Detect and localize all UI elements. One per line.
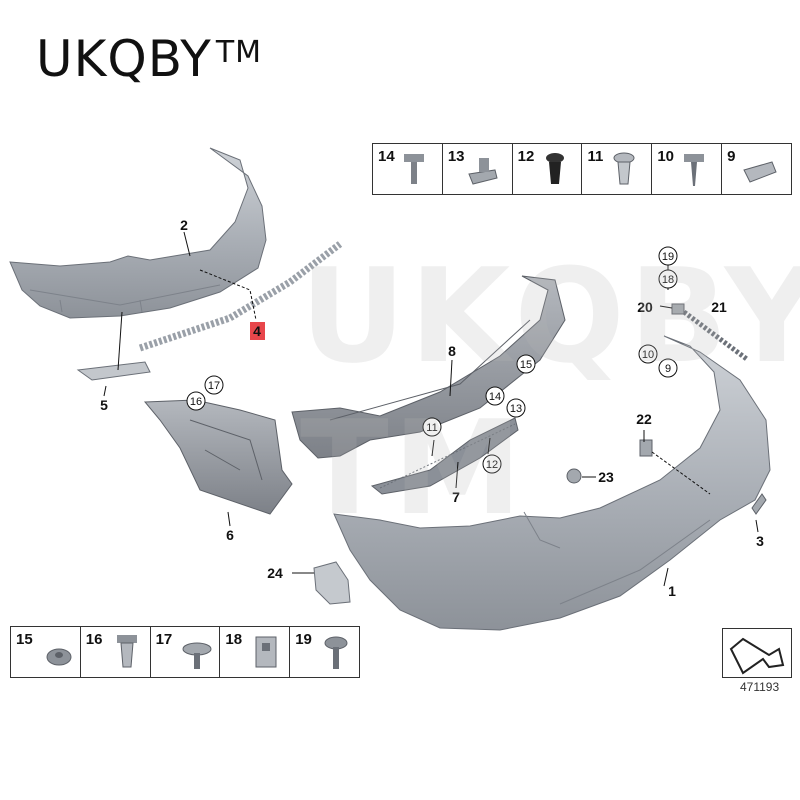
legend-cell-12: 12: [513, 144, 583, 194]
callout-20: 20: [637, 299, 653, 315]
plastic-rivet-icon: [613, 152, 635, 185]
lower-grille: [370, 417, 519, 495]
legend-number: 13: [447, 148, 465, 165]
highlight-callout-4: [250, 322, 265, 340]
legend-number: 15: [16, 631, 33, 648]
callout-17-circle: 17: [208, 380, 220, 392]
legend-cell-10: 10: [652, 144, 723, 194]
expanding-rivet-icon: [545, 153, 564, 184]
legend-number: 12: [517, 148, 535, 165]
legend-number: 11: [587, 148, 604, 165]
mounting-bracket: [143, 399, 293, 515]
callout-13-circle: 13: [510, 403, 522, 415]
bottom-fastener-legend: 15 16 17 18 19: [10, 626, 360, 678]
legend-number: 9: [727, 148, 736, 165]
callout-24: 24: [267, 565, 283, 581]
callout-4: 4: [253, 323, 261, 339]
diagram-number: 471193: [740, 680, 780, 694]
legend-cell-15: 15: [11, 627, 81, 677]
bolt-with-washer-icon: [404, 154, 424, 184]
callout-8: 8: [448, 343, 456, 359]
callout-3: 3: [756, 533, 764, 549]
reflector-part: [76, 361, 151, 381]
main-bumper-cover: [333, 335, 771, 631]
callout-1: 1: [668, 583, 676, 599]
callout-5: 5: [100, 397, 108, 413]
callout-15-circle: 15: [520, 359, 532, 371]
flange-screw-icon: [684, 154, 705, 186]
legend-number: 19: [295, 631, 312, 648]
trim-strip: [138, 241, 343, 352]
callout-11-circle: 11: [426, 422, 437, 434]
legend-number: 14: [378, 148, 395, 165]
circled-callouts: 19 18 10 9 17 16 15 14 13 11 12: [186, 246, 678, 474]
spring-nut-icon: [743, 161, 777, 183]
orientation-symbol-box: [722, 628, 792, 678]
callout-9-circle: 9: [665, 363, 671, 375]
tow-hook-cover: [313, 561, 351, 605]
clip-nut-icon: [468, 158, 498, 185]
legend-cell-17: 17: [151, 627, 221, 677]
small-parts: [566, 303, 767, 515]
legend-number: 16: [85, 631, 103, 648]
callout-23: 23: [598, 469, 614, 485]
orientation-arrow-icon: [729, 637, 785, 675]
callout-18-circle: 18: [662, 274, 674, 286]
legend-number: 10: [657, 148, 674, 165]
legend-cell-19: 19: [290, 627, 359, 677]
bumper-carrier: [291, 275, 566, 459]
callout-10-circle: 10: [642, 349, 654, 361]
callout-12-circle: 12: [486, 459, 498, 471]
callout-21: 21: [711, 299, 727, 315]
plain-callouts: 2 4 5 6 8 7 1 24 23 22 20 21 3: [100, 217, 764, 599]
legend-cell-11: 11: [582, 144, 653, 194]
bumper-cover-upper: [9, 147, 267, 319]
collar-screw-icon: [324, 636, 348, 669]
legend-number: 17: [155, 631, 173, 648]
callout-22: 22: [636, 411, 652, 427]
callout-19-circle: 19: [662, 251, 674, 263]
legend-cell-13: 13: [443, 144, 513, 194]
hex-nut-icon: [46, 648, 72, 666]
legend-cell-16: 16: [81, 627, 151, 677]
expanding-nut-icon: [116, 635, 137, 668]
legend-cell-9: 9: [722, 144, 791, 194]
callout-6: 6: [226, 527, 234, 543]
callout-2: 2: [180, 217, 188, 233]
top-fastener-legend: 14 13 12 11 10 9: [372, 143, 792, 195]
screw-with-washer-icon: [182, 642, 212, 669]
callout-14-circle: 14: [489, 391, 501, 403]
square-clip-nut-icon: [255, 636, 277, 668]
legend-cell-18: 18: [220, 627, 291, 677]
callout-16-circle: 16: [190, 396, 202, 408]
legend-number: 18: [225, 631, 243, 648]
legend-cell-14: 14: [373, 144, 443, 194]
callout-7: 7: [452, 489, 460, 505]
